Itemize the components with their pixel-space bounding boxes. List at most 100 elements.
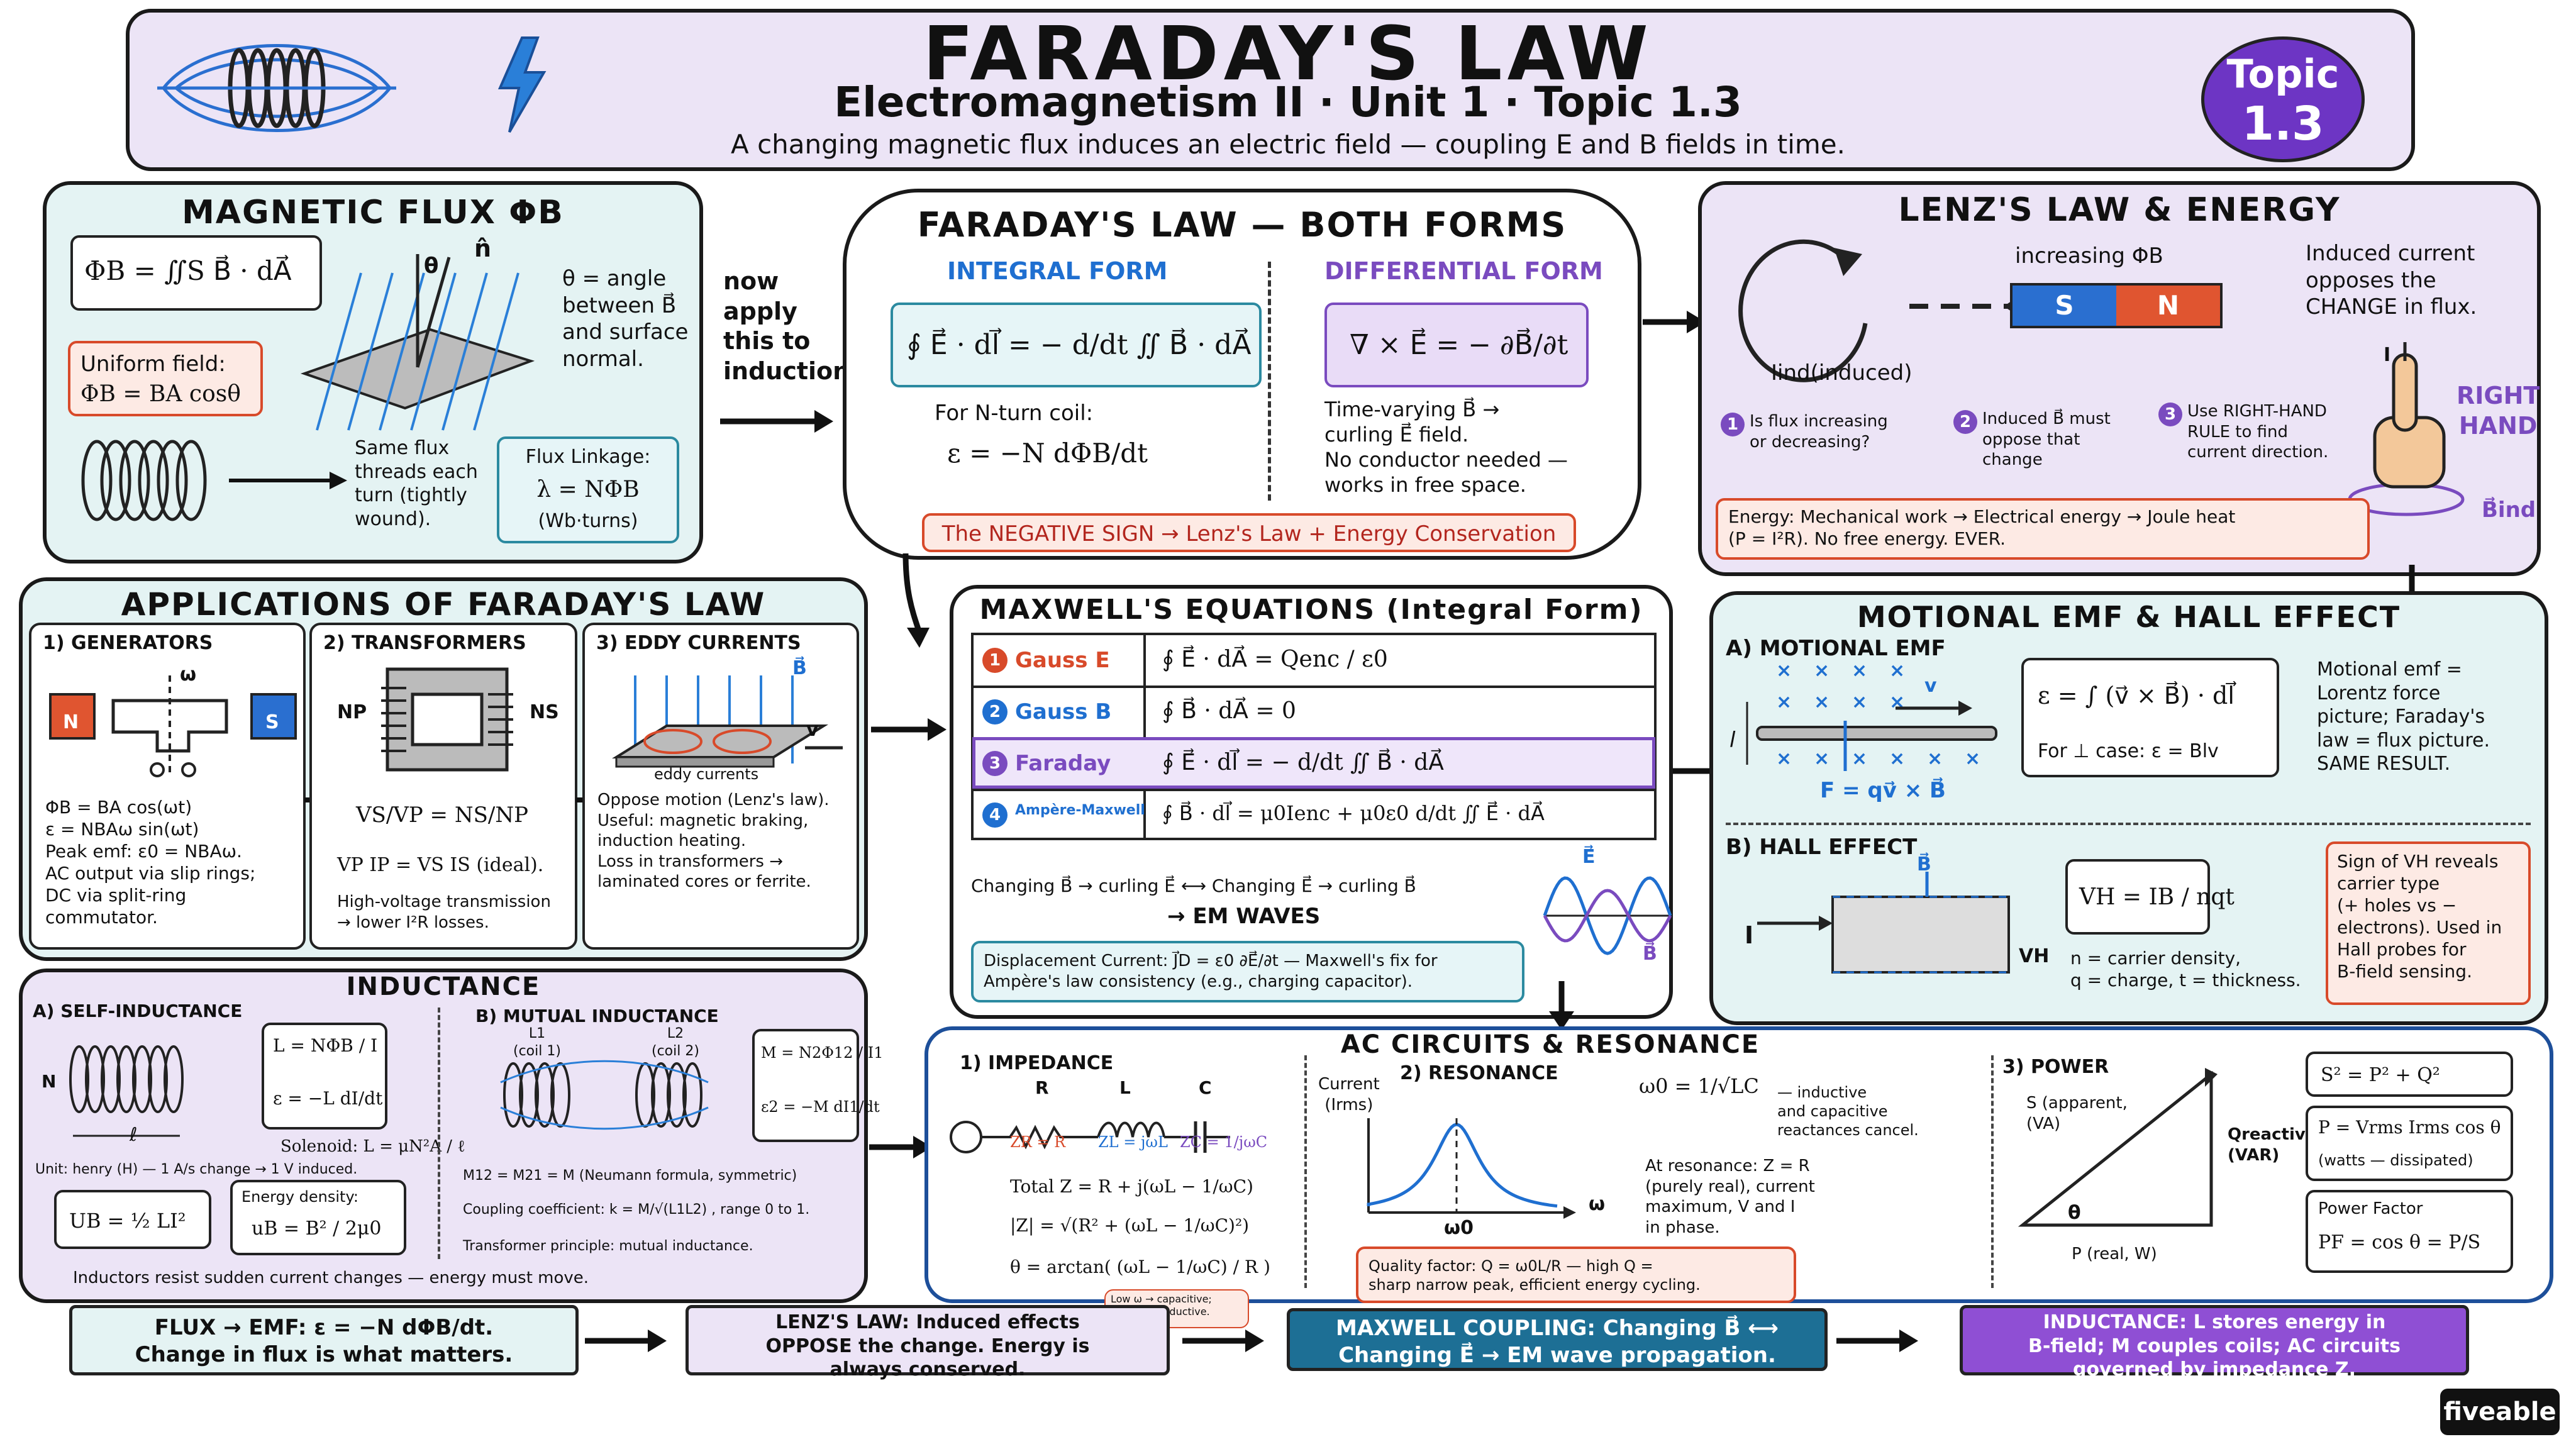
self-eq2: ε = −L dI/dt (273, 1088, 383, 1109)
density-eq: uB = B² / 2μ0 (252, 1218, 382, 1240)
faraday-panel: FARADAY'S LAW — BOTH FORMS INTEGRAL FORM… (843, 189, 1641, 560)
flux-main-eq: ΦB = ∬S B⃗ · dA⃗ (84, 255, 292, 286)
trans-np-label: NP (337, 701, 367, 723)
solenoid-eq: Solenoid: L = μN²A / ℓ (280, 1137, 465, 1156)
gen-n-label: N (63, 711, 79, 733)
trans-ratio-eq: VS/VP = NS/NP (356, 802, 528, 828)
negative-sign-note: The NEGATIVE SIGN → Lenz's Law + Energy … (941, 521, 1557, 547)
header-banner (126, 9, 2415, 171)
l-label: L (1119, 1077, 1131, 1098)
negative-sign-box: The NEGATIVE SIGN → Lenz's Law + Energy … (922, 513, 1576, 552)
zc-eq: ZC = 1/jωC (1180, 1133, 1268, 1151)
svg-text:×: × (1814, 748, 1829, 770)
current-i-label: I (2384, 344, 2391, 366)
footer-text-lenz: LENZ'S LAW: Induced effects OPPOSE the c… (765, 1311, 1090, 1380)
faraday-title: FARADAY'S LAW — BOTH FORMS (917, 205, 1567, 245)
flux-linkage-box: Flux Linkage: λ = NΦB (Wb·turns) (497, 436, 679, 543)
motional-perp: For ⊥ case: ε = Blv (2038, 740, 2219, 762)
power-title: 3) POWER (2002, 1056, 2109, 1078)
impedance-magnitude-eq: |Z| = √(R² + (ωL − 1/ωC)²) (1010, 1215, 1250, 1236)
power-eq2-note: (watts — dissipated) (2318, 1152, 2473, 1169)
energy-eq-box: UB = ½ LI² (54, 1190, 211, 1249)
wave-e-label: E⃗ (1582, 846, 1596, 868)
lenz-title: LENZ'S LAW & ENERGY (1898, 191, 2341, 229)
applications-title: APPLICATIONS OF FARADAY'S LAW (121, 586, 766, 623)
svg-text:×: × (1814, 691, 1829, 713)
svg-text:×: × (1776, 691, 1792, 713)
flux-eq-box: ΦB = ∬S B⃗ · dA⃗ (70, 235, 322, 311)
magnet-s-pole: S (2012, 286, 2116, 326)
wave-b-label: B⃗ (1643, 943, 1657, 965)
lightning-bolt-icon (497, 36, 547, 133)
badge-line1: Topic (2226, 51, 2340, 97)
arrow-maxwell-to-ac (1549, 981, 1574, 1030)
power-eq2: P = Vrms Irms cos θ (2318, 1117, 2501, 1138)
generator-diagram (49, 675, 297, 777)
trans-ns-label: NS (530, 701, 559, 723)
magnetic-coil-icon (157, 44, 396, 132)
nturn-label: For N-turn coil: (935, 401, 1094, 426)
hall-title: B) HALL EFFECT (1726, 835, 1918, 860)
inductance-panel: INDUCTANCE A) SELF-INDUCTANCE N ℓ L = NΦ… (19, 969, 884, 1303)
maxwell-row-equation: ∮ B⃗ · dl⃗ = μ0Ienc + μ0ε0 d/dt ∬ E⃗ · d… (1162, 801, 1545, 825)
differential-eq: ∇ × E⃗ = − ∂B⃗/∂t (1350, 329, 1568, 361)
rlc-circuit-diagram (950, 1121, 1230, 1153)
flux-surface-diagram (300, 254, 535, 431)
uniform-eq: ΦB = BA cosθ (80, 381, 241, 407)
right-hand-icon (2348, 342, 2465, 516)
q-reactive-label: Qreactive (VAR) (2228, 1125, 2317, 1165)
quality-factor-note: Quality factor: Q = ω0L/R — high Q = sha… (1368, 1257, 1701, 1294)
bar-magnet: S N (2010, 283, 2223, 328)
omega0-label: ω0 (1444, 1217, 1474, 1239)
svg-text:×: × (1852, 660, 1867, 682)
eddy-v-label: v (806, 719, 819, 741)
integral-eq-box: ∮ E⃗ · dl⃗ = − d/dt ∬ B⃗ · dA⃗ (891, 303, 1262, 387)
svg-text:×: × (1889, 748, 1905, 770)
arrow-faraday-to-lenz (1643, 311, 1706, 333)
power-eq2-box: P = Vrms Irms cos θ (watts — dissipated) (2306, 1106, 2513, 1181)
hall-note: Sign of VH reveals carrier type (+ holes… (2337, 851, 2502, 982)
arrow-faraday-to-maxwell (902, 553, 930, 648)
gen-omega-label: ω (180, 663, 197, 686)
page-tagline: A changing magnetic flux induces an elec… (731, 129, 1845, 160)
magnet-n-pole: N (2116, 286, 2220, 326)
brand-text: fiveable (2443, 1397, 2557, 1426)
mutual-symmetry: M12 = M21 = M (Neumann formula, symmetri… (463, 1168, 797, 1184)
resonance-eq: ω0 = 1/√LC (1639, 1074, 1759, 1098)
hall-diagram (1757, 872, 2010, 974)
mutual-eq-box: M = N2Φ12 / I1 ε2 = −M dI1/dt (752, 1029, 884, 1142)
motional-force: F = qv⃗ × B⃗ (1820, 778, 1946, 803)
transformer-diagram (381, 667, 513, 772)
self-l-label: ℓ (130, 1124, 138, 1146)
zl-eq: ZL = jωL (1098, 1133, 1168, 1151)
flux-title: MAGNETIC FLUX ΦB (182, 194, 564, 231)
page-subtitle: Electromagnetism II · Unit 1 · Topic 1.3 (834, 78, 1742, 126)
s-apparent-label: S (apparent, (VA) (2026, 1094, 2128, 1133)
lenz-step2: Induced B⃗ must oppose that change (1982, 409, 2111, 469)
arrow-footer-1 (585, 1330, 667, 1352)
step3-marker: 3 (2158, 402, 2182, 426)
power-factor-eq: PF = cos θ = P/S (2318, 1231, 2481, 1253)
hall-note-box: Sign of VH reveals carrier type (+ holes… (2326, 841, 2531, 1005)
hall-eq: VH = IB / nqt (2079, 884, 2235, 910)
maxwell-row-number: 2 (982, 699, 1008, 724)
density-eq-box: Energy density: uB = B² / 2μ0 (230, 1180, 406, 1255)
maxwell-row-number: 4 (982, 802, 1008, 828)
self-eq1: L = NΦB / I (273, 1035, 378, 1056)
linkage-label: Flux Linkage: (525, 446, 651, 468)
maxwell-row-name: Faraday (1015, 751, 1111, 776)
eddy-card: 3) EDDY CURRENTS B⃗ v eddy currents Oppo… (582, 623, 859, 950)
generators-card: 1) GENERATORS N S ω ΦB = BA cos(ωt) ε = … (29, 623, 306, 950)
differential-note: Time-varying B⃗ → curling E⃗ field. No c… (1324, 397, 1568, 497)
power-factor-box: Power Factor PF = cos θ = P/S (2306, 1190, 2513, 1273)
flux-normal: n̂ (474, 235, 492, 262)
footer-card-maxwell: MAXWELL COUPLING: Changing B⃗ ⟷ Changing… (1287, 1308, 1828, 1371)
eddy-b-label: B⃗ (792, 657, 807, 679)
step2-marker: 2 (1953, 410, 1977, 434)
power-theta: θ (2068, 1202, 2081, 1224)
transformers-text: High-voltage transmission → lower I²R lo… (337, 892, 551, 932)
maxwell-row-number: 3 (982, 751, 1008, 776)
